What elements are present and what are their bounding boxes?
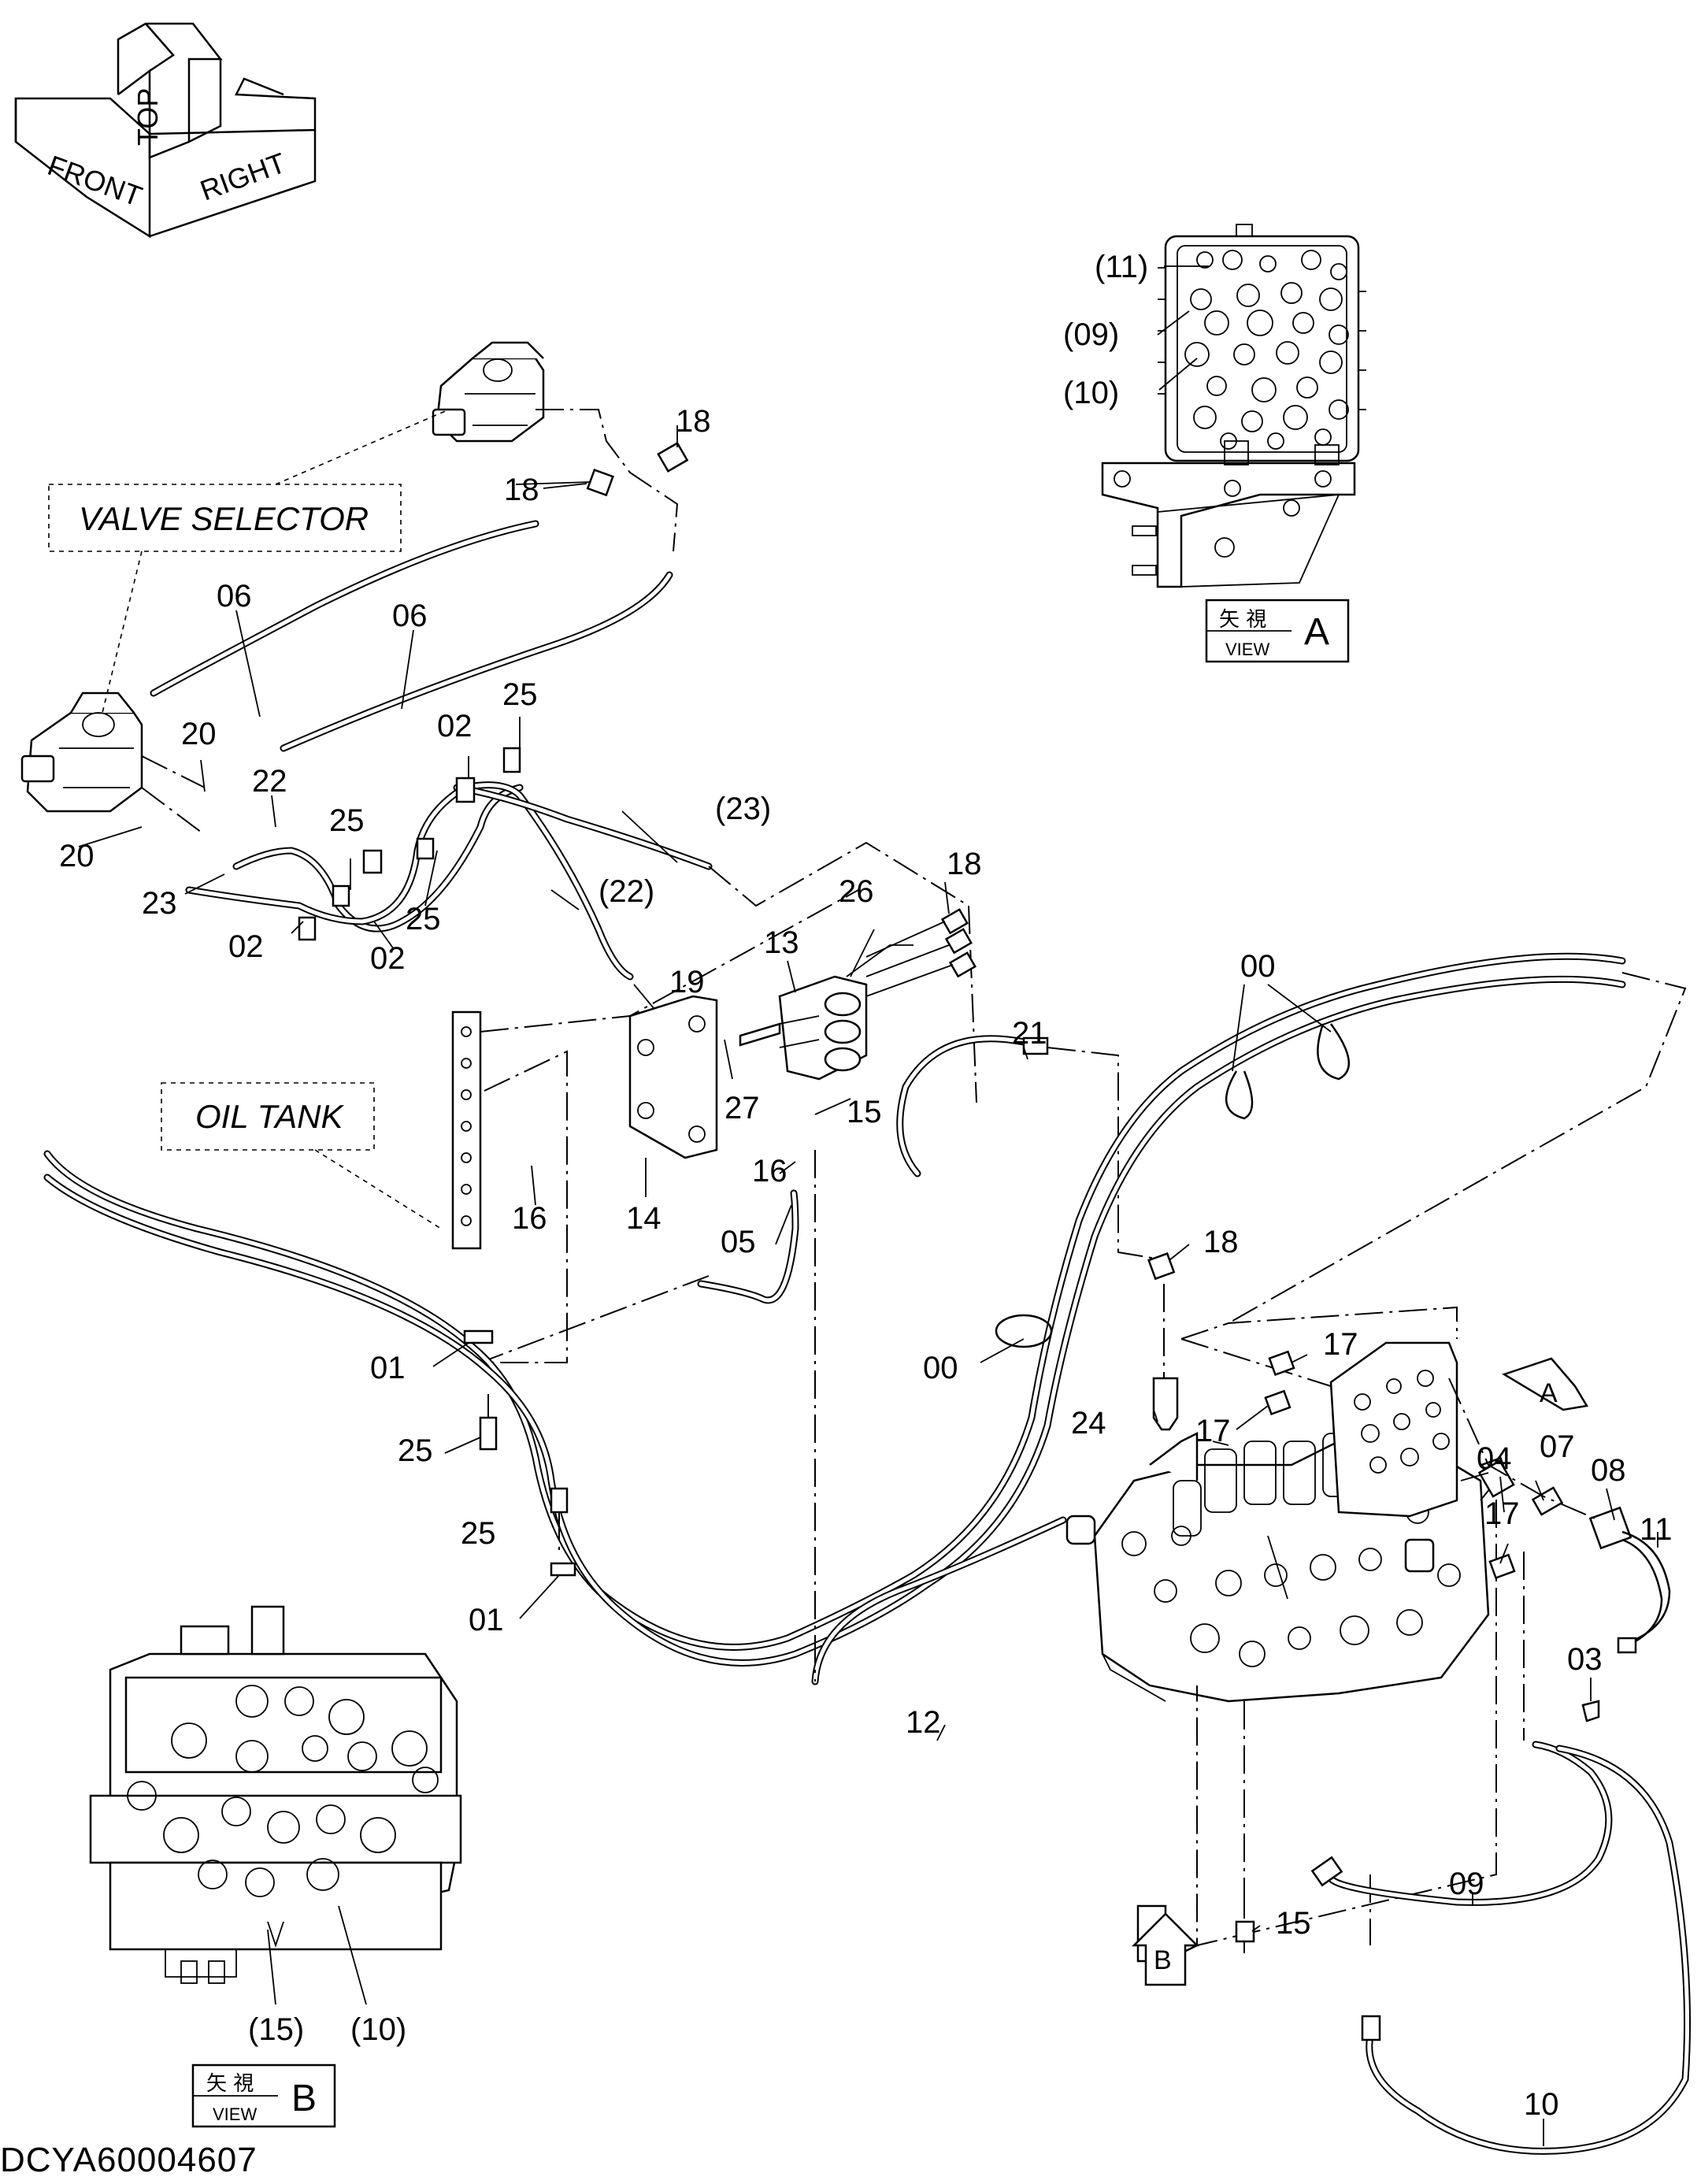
view-b-kanji: 矢 視	[206, 2072, 254, 2096]
callout-13a: 13	[764, 925, 799, 960]
callout-08a: 08	[1591, 1453, 1626, 1488]
callout-25d: 25	[398, 1433, 433, 1468]
callout-19a: 19	[669, 965, 705, 999]
callout-10-paren-b: (10)	[350, 2012, 406, 2047]
right-label: RIGHT	[196, 146, 290, 207]
pilot-manifold	[1329, 1341, 1458, 1518]
view-b-valve	[89, 1605, 462, 1984]
view-a-letter: A	[1304, 611, 1329, 653]
hose-12	[811, 1516, 1067, 1685]
solenoid-valve-block-13	[778, 975, 868, 1081]
hose-06-b	[280, 571, 673, 752]
callout-02b: 02	[228, 929, 264, 964]
callout-22a: 22	[252, 764, 287, 799]
callout-06a: 06	[217, 579, 252, 614]
callout-00a: 00	[1240, 949, 1276, 984]
callout-06b: 06	[392, 599, 428, 633]
callout-23-paren: (23)	[715, 792, 771, 826]
view-arrow-b: B	[1131, 1904, 1200, 1986]
oil-tank-flange	[451, 1010, 482, 1250]
callout-01b: 01	[469, 1603, 504, 1637]
top-label: TOP	[132, 88, 164, 146]
hose-23-outer	[453, 784, 713, 870]
view-a-manifold	[1101, 224, 1366, 588]
callout-09a: 09	[1449, 1867, 1484, 1901]
oil-tank-box	[161, 1082, 375, 1151]
callout-20b: 20	[59, 839, 94, 873]
callout-18c: 18	[947, 847, 982, 881]
hose-21	[896, 1035, 1043, 1177]
callout-15b: 15	[1276, 1906, 1311, 1941]
callout-18d: 18	[1203, 1225, 1239, 1259]
hose-01-long	[43, 952, 1626, 1651]
oil-tank-label: OIL TANK	[195, 1098, 344, 1135]
view-arrow-a-letter: A	[1540, 1378, 1558, 1408]
view-b-word: VIEW	[213, 2104, 257, 2124]
hose-10	[1366, 1745, 1691, 2155]
callout-15a: 15	[847, 1095, 882, 1129]
callout-21a: 21	[1012, 1016, 1047, 1051]
callout-10a: 10	[1524, 2087, 1559, 2122]
callout-09-paren: (09)	[1063, 317, 1119, 352]
hose-01-long-b	[43, 975, 1626, 1667]
bracket-plate-14	[628, 995, 718, 1159]
callout-01a: 01	[370, 1351, 406, 1385]
callout-00b: 00	[923, 1351, 958, 1385]
callout-25e: 25	[461, 1516, 496, 1551]
view-arrow-b-letter: B	[1154, 1945, 1172, 1975]
callout-16b: 16	[512, 1201, 547, 1236]
callout-05a: 05	[721, 1225, 756, 1259]
callout-16a: 16	[752, 1154, 788, 1188]
callout-25a: 25	[502, 677, 538, 712]
callout-15-paren: (15)	[248, 2012, 304, 2047]
hose-22-upper	[232, 784, 524, 933]
callout-03a: 03	[1567, 1642, 1603, 1677]
callout-11-paren: (11)	[1095, 250, 1148, 284]
selector-valve-lower	[20, 692, 143, 813]
callout-18a: 18	[676, 404, 711, 439]
callout-20a: 20	[181, 717, 217, 751]
callout-07a: 07	[1540, 1429, 1575, 1464]
view-arrow-a: A	[1502, 1357, 1589, 1411]
valve-selector-box	[48, 484, 402, 552]
view-b-letter: B	[291, 2078, 317, 2119]
selector-valve-upper	[432, 341, 545, 443]
view-b-label: 矢 視 VIEW B	[191, 2063, 336, 2128]
callout-17a: 17	[1323, 1327, 1358, 1362]
orientation-compass: FRONT TOP RIGHT	[14, 22, 317, 239]
hose-06-a	[150, 520, 539, 697]
hose-23-upper	[185, 781, 634, 981]
callout-11a: 11	[1640, 1512, 1673, 1547]
callout-14a: 14	[626, 1201, 662, 1236]
hose-09	[1327, 1741, 1613, 1906]
callout-25c: 25	[406, 902, 441, 936]
callout-18b: 18	[504, 473, 539, 507]
view-a-word: VIEW	[1225, 640, 1269, 659]
callout-27a: 27	[724, 1091, 760, 1125]
valve-selector-label: VALVE SELECTOR	[79, 500, 369, 537]
view-a-label: 矢 視 VIEW A	[1205, 599, 1350, 663]
callout-26a: 26	[839, 874, 874, 909]
callout-24a: 24	[1071, 1406, 1106, 1441]
view-a-kanji: 矢 視	[1219, 608, 1266, 632]
callout-17b: 17	[1195, 1414, 1231, 1448]
callout-02c: 02	[370, 941, 406, 976]
callout-12a: 12	[906, 1705, 941, 1740]
callout-22-paren: (22)	[598, 874, 654, 909]
callout-02a: 02	[437, 709, 472, 743]
hose-05	[697, 1189, 799, 1304]
drawing-number: DCYA60004607	[0, 2141, 258, 2179]
callout-04a: 04	[1477, 1441, 1512, 1476]
callout-10-paren: (10)	[1063, 376, 1119, 410]
callout-25b: 25	[329, 803, 365, 838]
fittings-18-column	[940, 908, 976, 978]
callout-17c: 17	[1484, 1496, 1520, 1531]
callout-23a: 23	[142, 886, 177, 921]
